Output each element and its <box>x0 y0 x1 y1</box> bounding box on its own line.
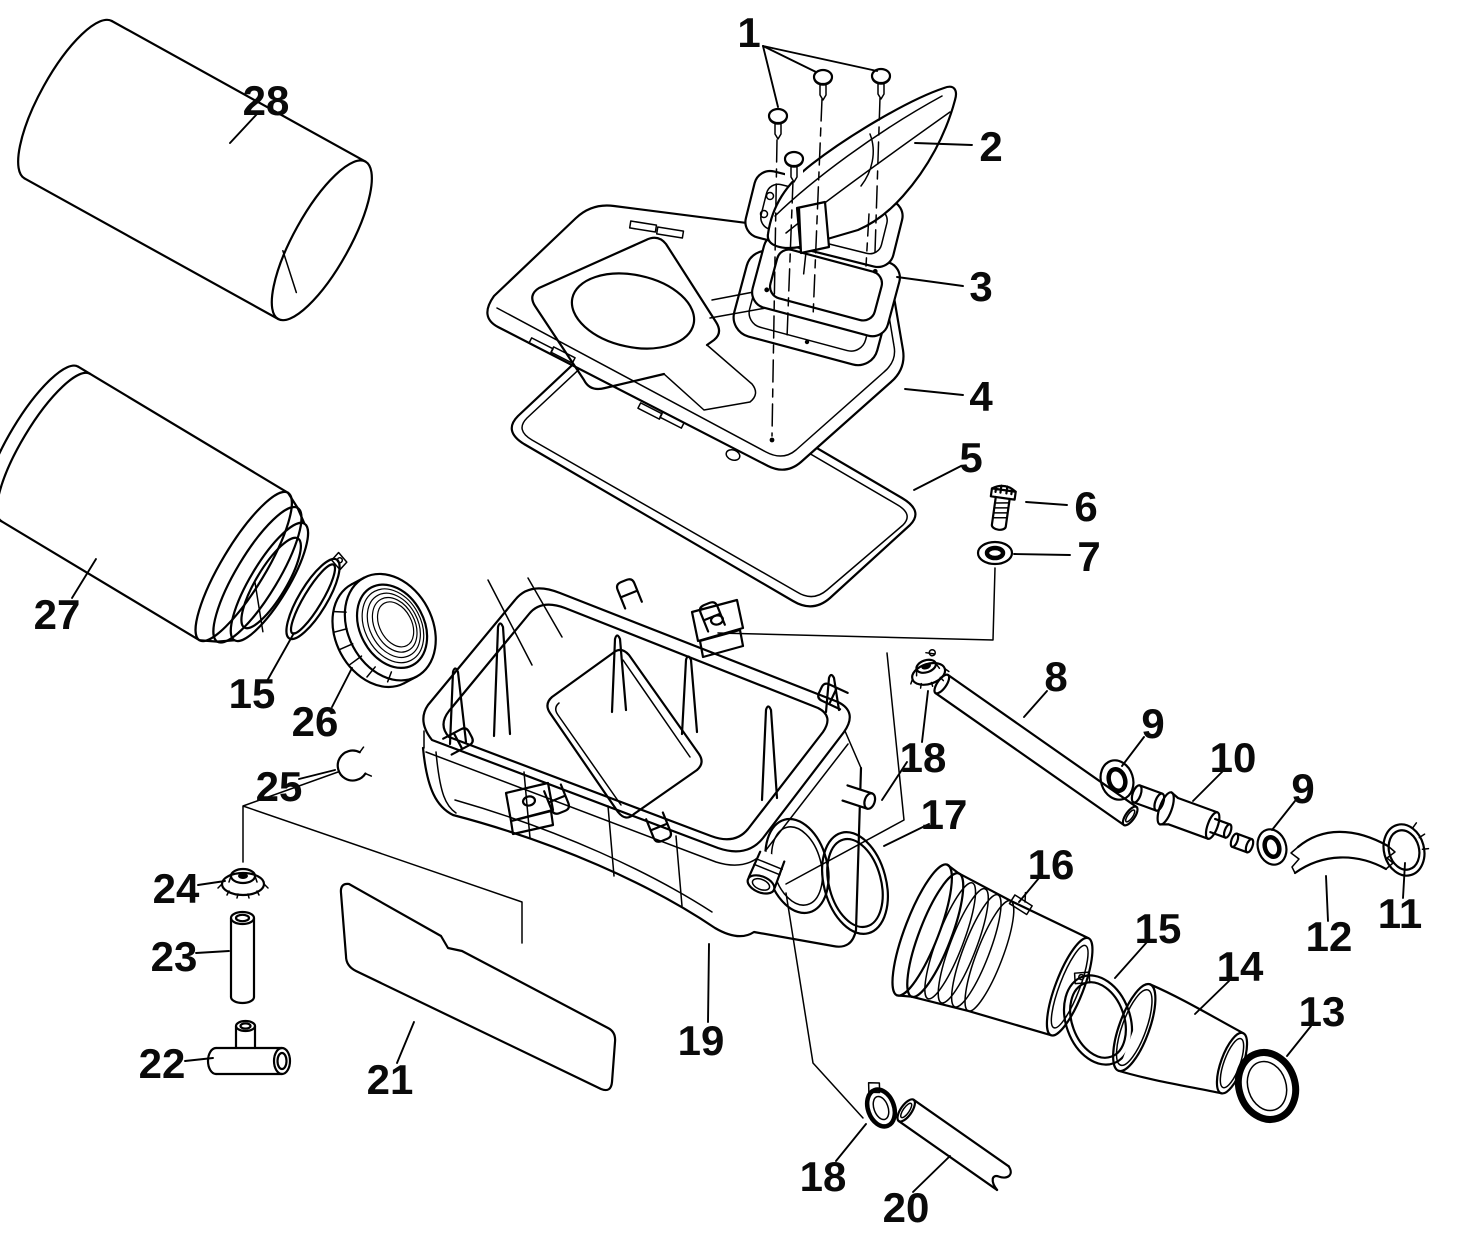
filter-clamp <box>285 551 348 641</box>
vent-hose <box>1290 830 1396 875</box>
part-number-12-12: 12 <box>1306 913 1353 960</box>
spacer <box>1130 784 1166 812</box>
drain-hose <box>896 1098 1012 1192</box>
leader-line <box>1121 736 1145 767</box>
boot-clamp <box>1234 1049 1300 1123</box>
leader-line <box>1325 875 1329 922</box>
part-number-18-21: 18 <box>800 1153 847 1200</box>
vent-tube <box>933 673 1139 827</box>
drain-clamp <box>864 1081 898 1129</box>
hose-clamp-small <box>1382 822 1430 877</box>
leader-line <box>896 276 964 287</box>
washer-a <box>1099 759 1135 801</box>
leader-line <box>762 45 817 73</box>
leader-line <box>197 880 226 886</box>
part-number-13-13: 13 <box>1299 988 1346 1035</box>
part-number-14-14: 14 <box>1217 943 1264 990</box>
part-number-15-28: 15 <box>229 670 276 717</box>
leader-line <box>912 1155 951 1193</box>
part-number-6-5: 6 <box>1074 483 1097 530</box>
part-number-2-1: 2 <box>979 123 1002 170</box>
part-number-25-26: 25 <box>256 763 303 810</box>
leader-line <box>184 1057 214 1062</box>
part-number-5-4: 5 <box>959 434 982 481</box>
leader-line <box>1402 862 1406 899</box>
valve-fitting <box>1156 791 1233 843</box>
leader-line <box>229 113 258 144</box>
part-number-11-11: 11 <box>1378 890 1422 937</box>
part-number-16-16: 16 <box>1028 841 1075 888</box>
leader-line <box>881 761 908 801</box>
leader-line <box>762 45 779 108</box>
leader-line <box>1192 770 1224 802</box>
o-ring <box>821 831 889 935</box>
part-number-4-3: 4 <box>969 373 993 420</box>
part-number-1-0: 1 <box>737 9 760 56</box>
part-number-23-24: 23 <box>151 933 198 980</box>
leader-line <box>913 465 962 491</box>
lid-washer <box>976 540 1014 566</box>
leader-line <box>1018 877 1040 903</box>
part-number-9-10: 9 <box>1291 765 1314 812</box>
leader-line <box>1114 941 1148 979</box>
part-number-9-8: 9 <box>1141 700 1164 747</box>
leader-line <box>1286 1025 1312 1057</box>
leader-line <box>914 142 973 146</box>
washer-b <box>1256 828 1288 866</box>
part-number-17-17: 17 <box>921 791 968 838</box>
air-filter <box>0 364 310 644</box>
part-number-27-29: 27 <box>34 591 81 638</box>
part-number-7-6: 7 <box>1077 533 1100 580</box>
lid-screws <box>767 67 892 437</box>
leader-line <box>195 950 230 954</box>
leader-line <box>904 388 964 396</box>
part-number-19-19: 19 <box>678 1017 725 1064</box>
leader-line <box>1271 800 1296 831</box>
leader-line <box>707 943 710 1023</box>
leader-line <box>1025 501 1068 506</box>
tee-fitting <box>206 1019 292 1076</box>
part-number-20-20: 20 <box>883 1184 930 1231</box>
part-number-8-7: 8 <box>1044 653 1067 700</box>
leader-line <box>266 632 295 682</box>
drain-nut <box>217 867 269 899</box>
retaining-ring-nut <box>331 572 437 689</box>
leader-line <box>762 45 878 72</box>
leader-line <box>396 1021 415 1064</box>
leader-line <box>331 667 353 708</box>
leader-line <box>298 769 336 780</box>
leader-line <box>1013 553 1071 556</box>
drain-tube <box>229 910 256 1005</box>
part-number-22-23: 22 <box>139 1040 186 1087</box>
adapter-boot <box>1112 982 1249 1095</box>
part-number-10-9: 10 <box>1210 734 1257 781</box>
vent-nut <box>910 648 950 689</box>
foam-panel <box>339 882 617 1092</box>
lid-bolt <box>986 484 1017 531</box>
valve-cap <box>1229 832 1255 854</box>
pre-cleaner-tube <box>17 18 373 322</box>
part-number-21-22: 21 <box>367 1056 414 1103</box>
part-number-28-30: 28 <box>243 77 290 124</box>
callout-layer: 1234567891091112131415161718192018212223… <box>34 9 1423 1231</box>
breather-clip <box>336 746 373 782</box>
leader-line <box>1194 980 1230 1015</box>
part-number-26-27: 26 <box>292 698 339 745</box>
leader-line <box>835 1123 867 1162</box>
assembly-lines <box>242 567 996 1119</box>
leader-line <box>883 823 930 847</box>
intake-duct <box>744 85 958 281</box>
part-number-24-25: 24 <box>153 865 200 912</box>
intake-bellows <box>891 863 1094 1037</box>
leader-line <box>921 690 929 743</box>
part-number-18-18: 18 <box>900 734 947 781</box>
part-number-3-2: 3 <box>969 263 992 310</box>
leader-line <box>71 558 97 599</box>
part-number-15-15: 15 <box>1135 905 1182 952</box>
leader-line <box>1023 690 1048 718</box>
air-box-body <box>421 578 877 948</box>
